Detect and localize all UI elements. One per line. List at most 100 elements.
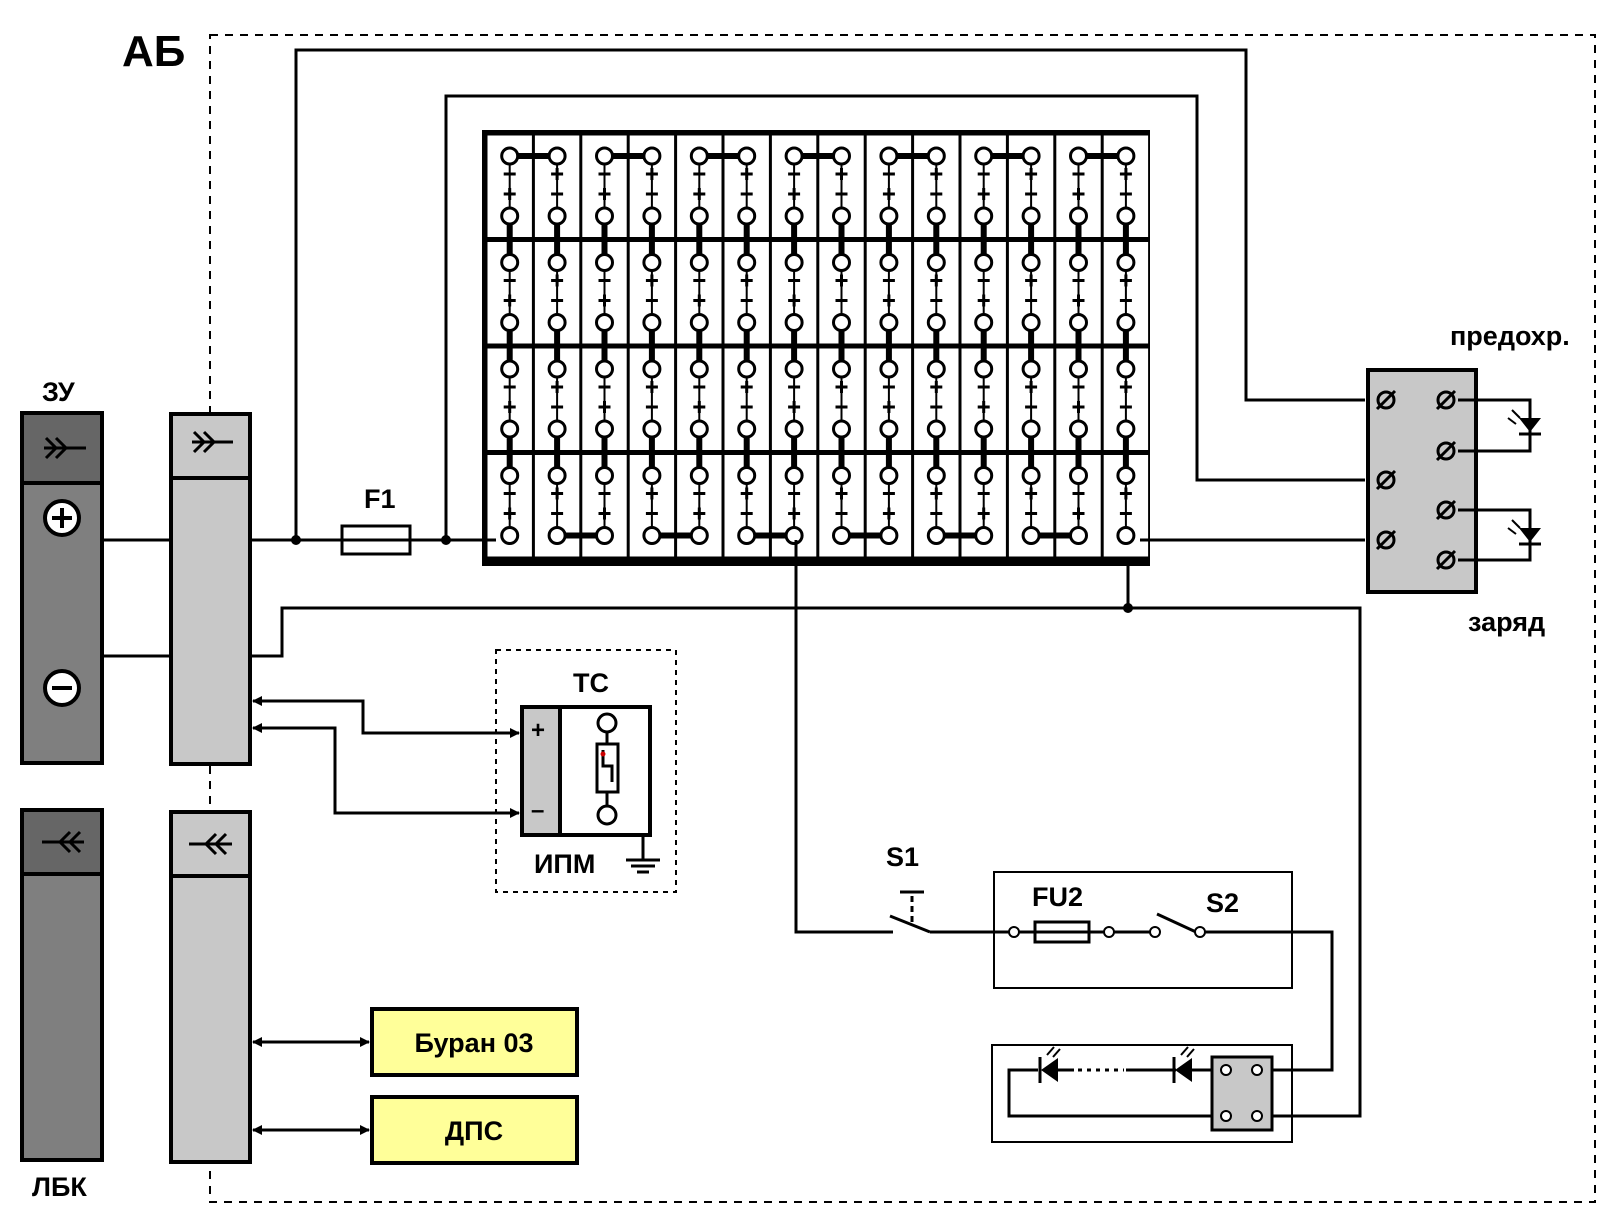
junction-dot bbox=[291, 535, 301, 545]
device-buran-label: Буран 03 bbox=[414, 1028, 533, 1058]
switch-s2: S2 bbox=[1149, 888, 1239, 938]
battery-cell bbox=[677, 135, 722, 237]
battery-grid bbox=[482, 130, 1150, 566]
minus-sign-icon bbox=[977, 385, 990, 389]
battery-cell bbox=[534, 348, 580, 450]
battery-cell bbox=[1056, 455, 1101, 557]
minus-sign-icon bbox=[693, 172, 706, 176]
plus-sign-icon bbox=[740, 381, 753, 393]
minus-sign-icon bbox=[598, 385, 611, 389]
minus-sign-icon bbox=[788, 385, 801, 389]
battery-cell bbox=[1008, 455, 1054, 557]
plus-sign-icon bbox=[645, 274, 658, 287]
plus-terminal-icon bbox=[43, 499, 81, 537]
plus-sign-icon bbox=[1119, 487, 1132, 500]
plus-sign-icon bbox=[645, 487, 658, 500]
minus-sign-icon bbox=[1119, 299, 1132, 302]
minus-sign-icon bbox=[977, 492, 990, 495]
battery-cell bbox=[961, 348, 1006, 450]
minus-sign-icon bbox=[693, 279, 706, 282]
plus-sign-icon bbox=[835, 487, 848, 500]
minus-sign-icon bbox=[930, 192, 943, 196]
battery-cell bbox=[677, 455, 722, 557]
minus-sign-icon bbox=[1025, 192, 1038, 196]
plus-sign-icon bbox=[930, 487, 943, 500]
battery-cell bbox=[724, 135, 769, 237]
minus-sign-icon bbox=[788, 492, 801, 495]
minus-sign-icon bbox=[598, 279, 611, 282]
lbk-panel: ЛБК bbox=[20, 808, 104, 1202]
upper-connector-block bbox=[169, 412, 252, 766]
minus-sign-icon bbox=[835, 405, 848, 409]
battery-cell bbox=[1008, 348, 1054, 450]
fuse-fu2: FU2 bbox=[1008, 882, 1115, 944]
battery-cell bbox=[961, 455, 1006, 557]
minus-sign-icon bbox=[882, 172, 895, 176]
minus-sign-icon bbox=[503, 385, 516, 389]
battery-cell bbox=[534, 135, 580, 237]
plus-sign-icon bbox=[645, 168, 658, 180]
minus-sign-icon bbox=[882, 279, 895, 282]
device-buran: Буран 03 bbox=[252, 1007, 579, 1077]
minus-sign-icon bbox=[1072, 279, 1085, 282]
plus-sign-icon bbox=[551, 168, 564, 180]
battery-cells bbox=[487, 135, 1149, 557]
minus-sign-icon bbox=[740, 405, 753, 409]
main-wires bbox=[102, 535, 1365, 1118]
plus-sign-icon bbox=[1072, 294, 1085, 307]
plus-sign-icon bbox=[1072, 507, 1085, 520]
ts-ipm-block: ТС + – ИПМ bbox=[252, 649, 677, 893]
battery-cell bbox=[914, 348, 959, 450]
plus-sign-icon bbox=[551, 274, 564, 287]
minus-sign-icon bbox=[1072, 492, 1085, 495]
plus-sign-icon bbox=[1025, 381, 1038, 393]
plus-sign-icon bbox=[882, 188, 895, 200]
minus-sign-icon bbox=[977, 172, 990, 176]
minus-sign-icon bbox=[788, 172, 801, 176]
plus-sign-icon bbox=[788, 507, 801, 520]
fu2-s2-box bbox=[993, 871, 1293, 989]
plus-sign-icon bbox=[788, 294, 801, 307]
fuse-block-label: предохр. bbox=[1450, 321, 1570, 351]
plus-sign-icon bbox=[788, 401, 801, 413]
plus-sign-icon bbox=[598, 294, 611, 307]
battery-cell bbox=[629, 455, 675, 557]
plus-sign-icon bbox=[503, 294, 516, 307]
battery-cell bbox=[771, 135, 817, 237]
battery-cell bbox=[1056, 242, 1101, 344]
minus-sign-icon bbox=[551, 192, 564, 196]
charger-panel: ЗУ bbox=[20, 377, 104, 765]
switch-s1: S1 bbox=[886, 842, 1012, 934]
battery-cell bbox=[961, 135, 1006, 237]
battery-cell bbox=[629, 242, 675, 344]
battery-cell bbox=[914, 455, 959, 557]
battery-cell bbox=[677, 242, 722, 344]
minus-sign-icon bbox=[1025, 405, 1038, 409]
fuse-f1-label: F1 bbox=[364, 484, 396, 514]
minus-sign-icon bbox=[1025, 299, 1038, 302]
battery-cell bbox=[771, 242, 817, 344]
plus-sign-icon bbox=[1119, 168, 1132, 180]
device-dps-label: ДПС bbox=[445, 1116, 503, 1146]
battery-cell bbox=[914, 135, 959, 237]
plug-connector-icon bbox=[192, 430, 233, 454]
battery-cell bbox=[1008, 242, 1054, 344]
charge-label: заряд bbox=[1468, 607, 1545, 637]
battery-cell bbox=[1008, 135, 1054, 237]
minus-sign-icon bbox=[551, 299, 564, 302]
socket-connector-icon bbox=[189, 832, 232, 856]
minus-sign-icon bbox=[1119, 405, 1132, 409]
minus-sign-icon bbox=[598, 492, 611, 495]
terminal-screw-icon bbox=[1375, 389, 1397, 411]
terminal-screws bbox=[1375, 389, 1457, 571]
battery-cell bbox=[866, 135, 912, 237]
minus-sign-icon bbox=[1072, 385, 1085, 389]
battery-cell bbox=[961, 242, 1006, 344]
minus-sign-icon bbox=[788, 279, 801, 282]
plus-sign-icon bbox=[835, 274, 848, 287]
battery-cell bbox=[534, 455, 580, 557]
terminal-screw-icon bbox=[1435, 499, 1457, 521]
charger-label: ЗУ bbox=[42, 377, 76, 407]
plus-sign-icon bbox=[835, 381, 848, 393]
